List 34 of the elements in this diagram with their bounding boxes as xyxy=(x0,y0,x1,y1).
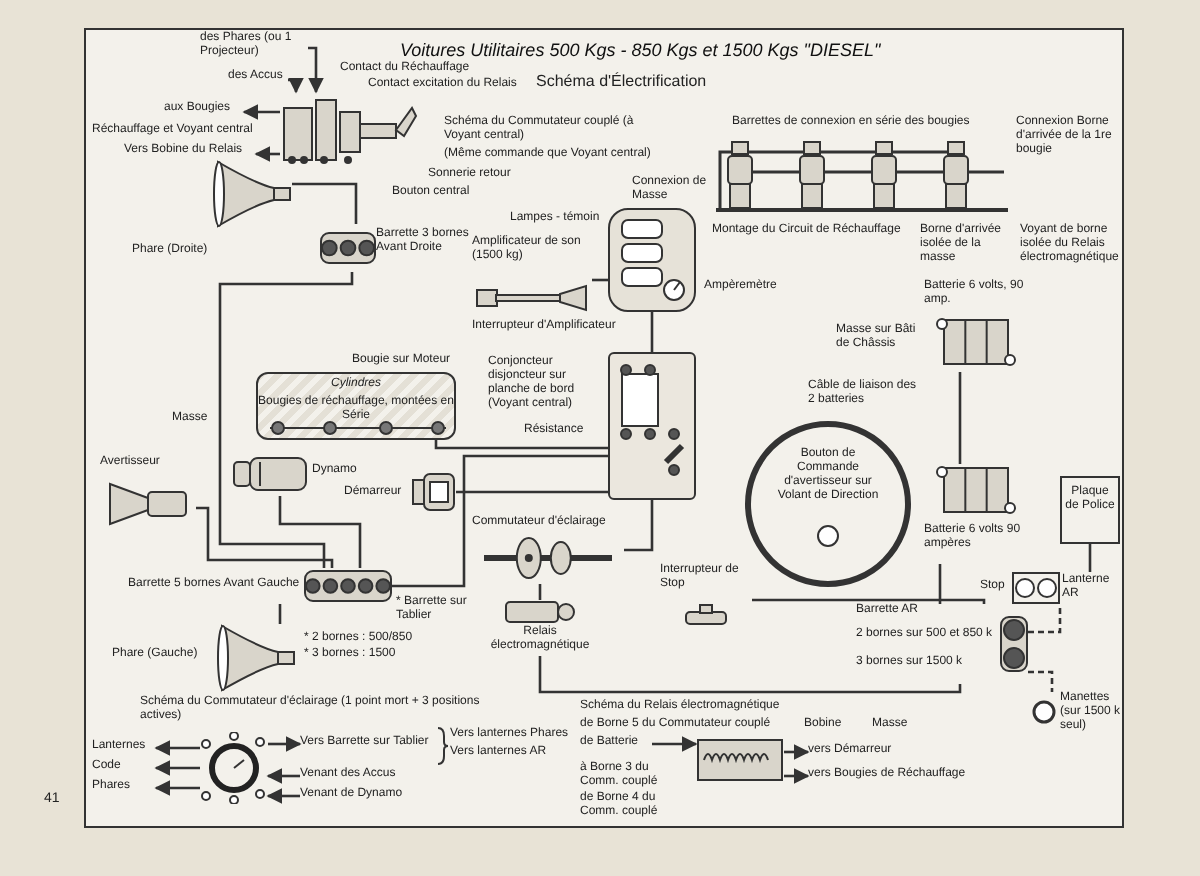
wire xyxy=(938,564,942,604)
wire xyxy=(278,604,282,624)
wire xyxy=(752,598,986,604)
wire xyxy=(456,490,608,494)
wire xyxy=(1088,544,1092,572)
arrow xyxy=(268,736,302,752)
cylinder-block xyxy=(256,372,456,440)
wire xyxy=(624,500,654,552)
wire xyxy=(1028,670,1054,692)
title: Voitures Utilitaires 500 Kgs - 850 Kgs et 1500 Kgs "DIESEL" xyxy=(400,40,881,60)
arrow xyxy=(784,768,810,784)
arrow xyxy=(266,768,300,784)
wire xyxy=(292,182,358,224)
arrow xyxy=(652,736,698,752)
wire xyxy=(1028,604,1062,634)
arrow xyxy=(266,788,300,804)
plate-box xyxy=(1060,476,1120,544)
wire xyxy=(538,656,962,694)
wire xyxy=(218,272,354,568)
arrow xyxy=(254,146,280,162)
arrow xyxy=(154,740,200,756)
wire xyxy=(278,496,362,568)
wire xyxy=(392,454,608,588)
wire xyxy=(650,312,654,352)
arrow xyxy=(288,77,304,94)
wire xyxy=(196,506,334,568)
arrow xyxy=(154,780,200,796)
wire xyxy=(958,372,962,464)
wire xyxy=(434,440,608,450)
arrow xyxy=(154,760,200,776)
arrow xyxy=(784,744,810,760)
subtitle: Schéma d'Électrification xyxy=(536,72,709,90)
arrow xyxy=(308,46,324,94)
arrow xyxy=(242,104,280,120)
